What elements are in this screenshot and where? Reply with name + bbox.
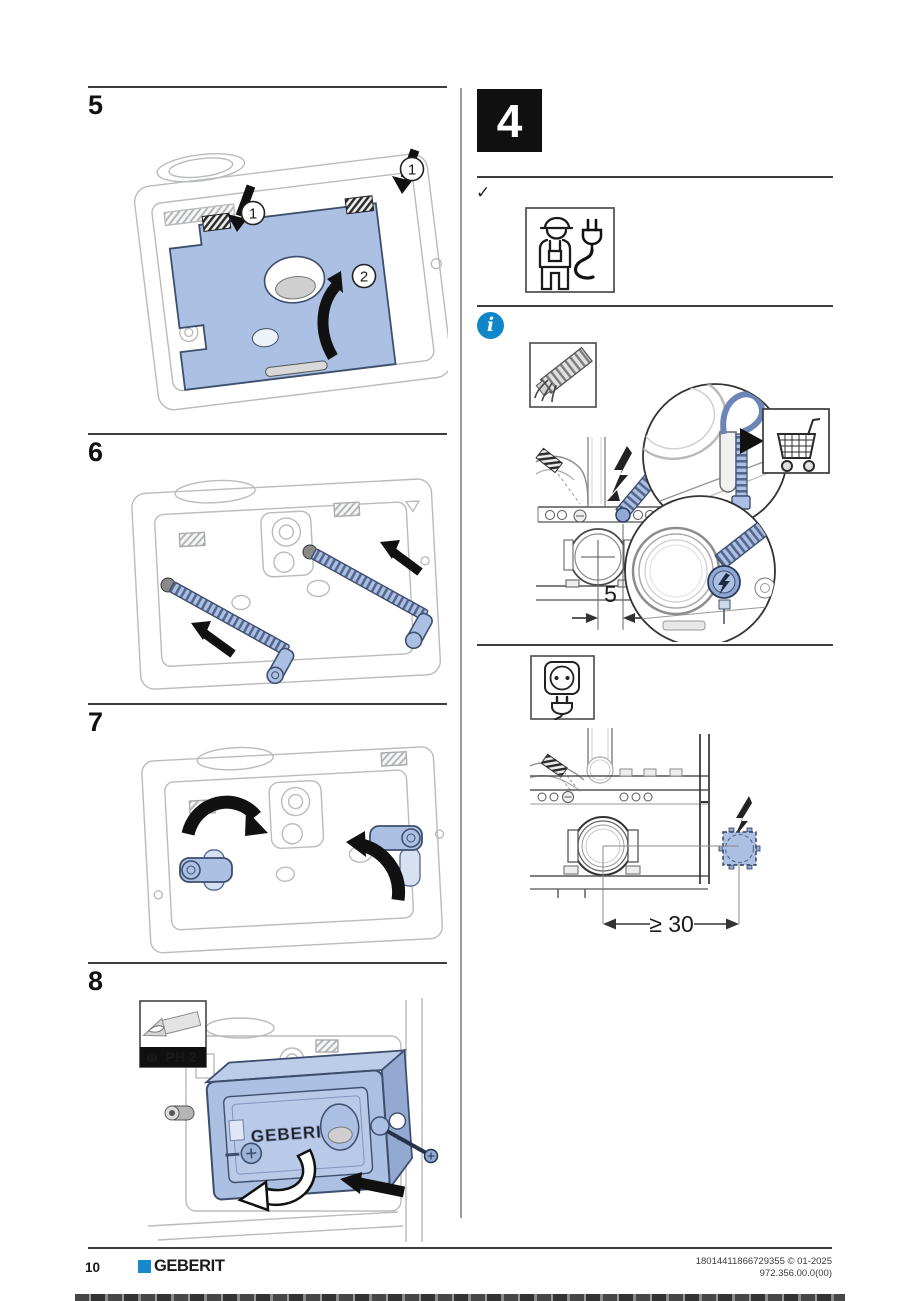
step6-illustration <box>131 478 442 690</box>
brand-logo-square <box>138 1260 151 1273</box>
phillips-glyph: ⊕ <box>146 1049 158 1065</box>
brand-logo: GEBERIT <box>138 1258 225 1275</box>
ph2-bit-icon: ⊕ PH 2 <box>139 1000 207 1068</box>
clip-right <box>344 195 375 215</box>
dim-socket-label: ≥ 30 <box>649 911 694 937</box>
clip-left <box>201 212 232 232</box>
dimension-30: ≥ 30 <box>602 845 740 937</box>
document-id: 18014411866729355 © 01-2025 <box>695 1256 832 1267</box>
rule-info <box>477 305 833 307</box>
callout-1a: 1 <box>249 206 257 223</box>
ph2-label: PH 2 <box>165 1049 196 1065</box>
step7-illustration <box>141 746 445 954</box>
info-glyph: i <box>486 314 495 336</box>
flash-icon <box>607 446 632 501</box>
threaded-rod-left <box>169 581 295 685</box>
rule-socket <box>477 644 833 646</box>
rule-step7-top <box>88 703 447 705</box>
wall-schematic-2 <box>529 728 710 898</box>
plug-icon <box>573 218 603 280</box>
electrician-figure <box>538 216 574 291</box>
wall-schematic: 5 <box>535 437 668 630</box>
protection-plate <box>168 195 397 391</box>
cable-icon <box>529 342 597 408</box>
step7-number: 7 <box>88 707 104 737</box>
step8-number: 8 <box>88 966 104 996</box>
info-icon: i <box>477 312 504 339</box>
step6-number: 6 <box>88 437 104 467</box>
socket-icon <box>530 655 595 720</box>
conduit-grommet <box>615 507 631 523</box>
rule-step5-top <box>88 86 447 88</box>
section4-number: 4 <box>496 94 523 147</box>
mounting-pin <box>164 1105 195 1121</box>
rule-prerequisites <box>477 176 833 178</box>
document-code: 972.356.00.0(00) <box>759 1267 832 1279</box>
rule-step8-top <box>88 962 447 964</box>
push-arrow <box>340 1172 406 1198</box>
document-info: 18014411866729355 © 01-2025 972.356.00.0… <box>582 1256 832 1279</box>
conduit-routing-illustration: 5 <box>529 342 830 642</box>
flush-mounted-box <box>718 827 761 870</box>
cable-tie-loop <box>720 391 765 435</box>
rod-handle-left <box>179 849 233 891</box>
turn-arrow <box>237 1148 317 1212</box>
rod-handle-right <box>369 825 423 887</box>
step5-number: 5 <box>88 90 104 120</box>
brand-logo-text: GEBERIT <box>154 1257 225 1275</box>
next-page-edge <box>75 1294 845 1301</box>
socket-distance-illustration: ≥ 30 <box>529 728 761 937</box>
swing-arrow <box>317 280 343 360</box>
detail-circle-conduit <box>624 495 776 642</box>
protection-box: GEBERIT <box>203 1048 413 1201</box>
dim-conduit-label: 5 <box>604 581 617 607</box>
callout-2: 2 <box>360 269 368 286</box>
check-icon: ✓ <box>476 183 491 202</box>
arrow-to-cart <box>740 428 764 454</box>
dimension-5: 5 <box>572 524 650 630</box>
callout-1b: 1 <box>408 162 416 179</box>
footer-rule <box>88 1247 832 1249</box>
step8-illustration: ⊕ PH 2 GEBERIT <box>139 998 439 1242</box>
page-number: 10 <box>85 1260 101 1275</box>
screw <box>370 1116 439 1164</box>
rotate-arrows <box>181 795 406 901</box>
section4-number-box: 4 <box>477 89 542 152</box>
installer-icon <box>525 207 615 293</box>
column-divider <box>460 88 462 1218</box>
threaded-rod-right <box>311 548 433 650</box>
rule-step6-top <box>88 433 447 435</box>
insert-arrows <box>191 540 423 658</box>
cart-icon <box>740 408 830 474</box>
step5-callouts: 1 1 2 <box>240 156 425 289</box>
step5-illustration: 1 1 2 <box>133 148 448 411</box>
